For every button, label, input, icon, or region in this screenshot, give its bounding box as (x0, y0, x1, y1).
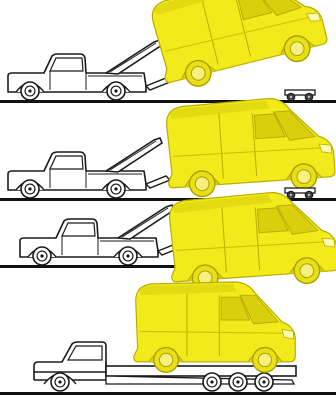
yellow-van (163, 94, 336, 198)
tow-truck (8, 40, 170, 100)
dolly-wheel-right (306, 192, 313, 199)
tow-truck-rear-wheel (107, 180, 125, 198)
ground-line (0, 100, 336, 103)
tow-truck-window (50, 58, 83, 71)
yellow-van (166, 188, 336, 292)
ground-line (0, 392, 336, 395)
wheel-dolly (285, 188, 315, 199)
tow-truck (20, 205, 182, 265)
dolly-wheel-right (306, 94, 313, 101)
dolly-wheel-left (288, 94, 295, 101)
wheel-lift-arm (146, 176, 170, 188)
tow-truck-window (50, 156, 83, 169)
van-front-wheel (253, 348, 278, 373)
tow-truck-rear-wheel (119, 247, 137, 265)
tow-truck-front-wheel (21, 82, 39, 100)
tow-truck-front-wheel (21, 180, 39, 198)
panel-wheel-lift-tow-rear-raised-front-on-dolly (0, 94, 336, 201)
flatbed-rear-wheel-1 (203, 373, 221, 391)
yellow-van (134, 282, 296, 372)
tow-truck-front-wheel (33, 247, 51, 265)
flatbed-front-wheel (51, 373, 69, 391)
tow-truck (8, 138, 170, 198)
flatbed-rear-wheel-3 (255, 373, 273, 391)
tow-truck-rear-wheel (107, 82, 125, 100)
panel-wheel-lift-tow-rear-raised (0, 188, 336, 292)
wheel-dolly (285, 90, 315, 101)
flatbed-rear-wheel-2 (229, 373, 247, 391)
panel-wheel-lift-tow-front-raised-rear-on-dolly (0, 0, 336, 103)
dolly-wheel-left (288, 192, 295, 199)
tow-truck-window (62, 223, 95, 236)
panel-flatbed-transport (0, 282, 336, 395)
van-rear-wheel (154, 348, 179, 373)
yellow-van (146, 0, 330, 94)
